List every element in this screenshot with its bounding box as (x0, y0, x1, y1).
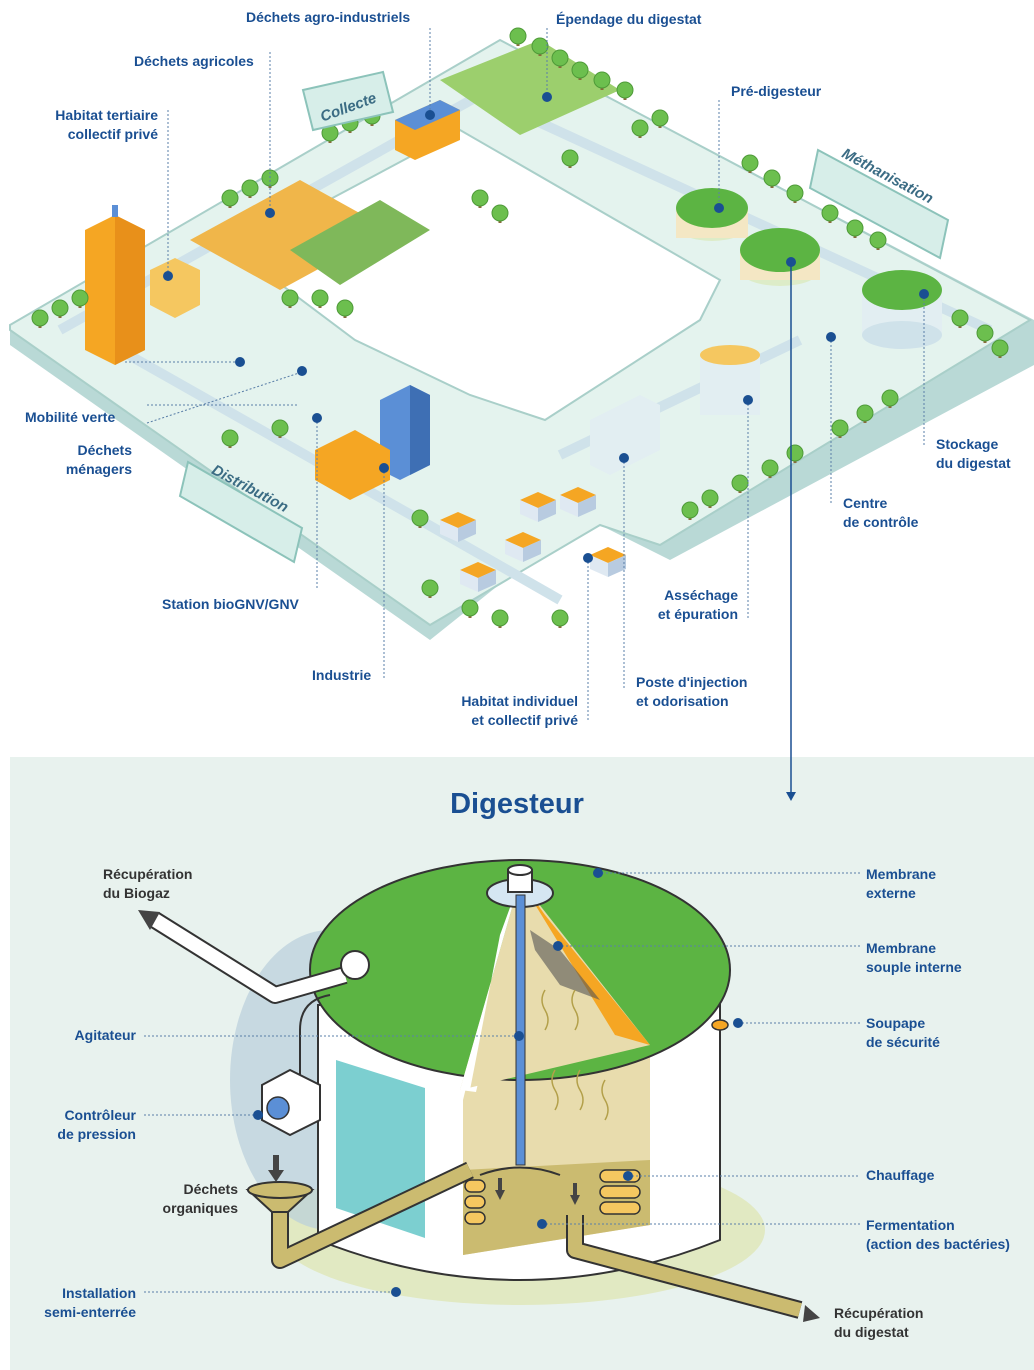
zone-collecte: Collecte (301, 70, 395, 132)
label-industrie: Industrie (312, 667, 372, 683)
label-dechets-agro: Déchets agro-industriels (246, 9, 411, 25)
label-epandage: Épendage du digestat (556, 11, 702, 27)
label-mobilite: Mobilité verte (25, 409, 116, 425)
city-map: Collecte Méthanisation Distribution (9, 27, 1034, 801)
label-chauffage: Chauffage (866, 1167, 935, 1183)
label-dechets-agricoles: Déchets agricoles (134, 53, 254, 69)
label-pre-digesteur: Pré-digesteur (731, 83, 822, 99)
digester-title: Digesteur (450, 788, 584, 820)
label-station: Station bioGNV/GNV (162, 596, 299, 612)
label-agitateur: Agitateur (74, 1027, 136, 1043)
digester-drawing (138, 859, 860, 1322)
label-fermentation: Fermentation(action des bactéries) (866, 1217, 1010, 1252)
